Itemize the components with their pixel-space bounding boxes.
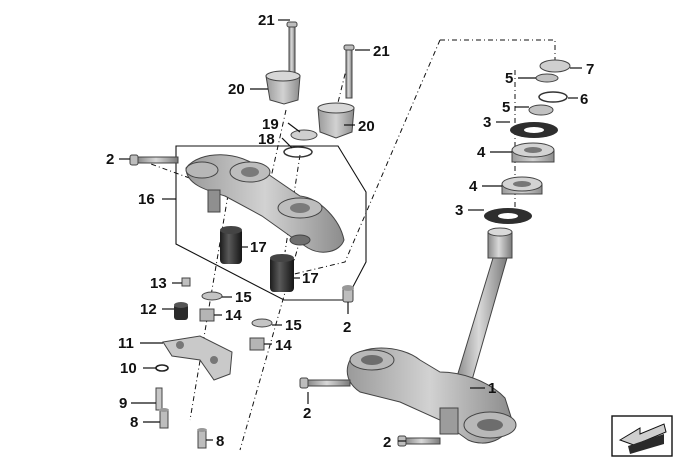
bolt-2-left	[129, 154, 179, 166]
label-2-lower-bottom: 2	[383, 434, 391, 451]
bolt-21-left	[286, 21, 298, 76]
leader-lines	[119, 19, 582, 442]
label-3-lower: 3	[455, 202, 463, 219]
label-1: 1	[488, 380, 496, 397]
washer-19	[290, 129, 318, 141]
locknut-7	[539, 59, 571, 73]
label-17-left: 17	[250, 239, 267, 256]
rubber-damper-17-right	[270, 254, 294, 292]
bearing-4-upper	[511, 142, 555, 163]
part-number-labels: 21 21 20 20 19 18 2 16 17 17 13 12 15 14…	[106, 12, 594, 451]
label-16: 16	[138, 191, 155, 208]
view-direction-arrow-icon	[611, 415, 673, 457]
label-17-right: 17	[302, 270, 319, 287]
rubber-damper-17-left	[220, 226, 242, 264]
nut-14-right	[249, 337, 265, 351]
washer-5-upper	[535, 73, 559, 83]
label-8-right: 8	[216, 433, 224, 450]
label-21-right: 21	[373, 43, 390, 60]
label-2-clamp: 2	[343, 319, 351, 336]
ring-6	[538, 91, 568, 103]
label-3-upper: 3	[483, 114, 491, 131]
label-2-left: 2	[106, 151, 114, 168]
handlebar-clamp-20-right	[317, 102, 355, 139]
label-18: 18	[258, 131, 275, 148]
bearing-4-lower	[501, 176, 543, 195]
label-5-upper: 5	[505, 70, 513, 87]
label-6: 6	[580, 91, 588, 108]
label-15-left: 15	[235, 289, 252, 306]
nut-14-left	[199, 308, 215, 322]
label-12: 12	[140, 301, 157, 318]
label-14-left: 14	[225, 307, 242, 324]
rubber-bush-12	[174, 302, 188, 320]
label-4-upper: 4	[477, 144, 486, 161]
label-10: 10	[120, 360, 137, 377]
handlebar-clamp-20-left	[265, 70, 301, 105]
label-21-left: 21	[258, 12, 275, 29]
label-4-lower: 4	[469, 178, 478, 195]
bolt-21-right	[343, 44, 355, 99]
label-8-left: 8	[130, 414, 138, 431]
screw-8-left	[159, 408, 169, 429]
label-2-lower-mid: 2	[303, 405, 311, 422]
bolt-2-lower-clamp-mid	[299, 377, 351, 389]
washer-5-lower	[528, 104, 554, 116]
bearing-stack	[484, 59, 571, 224]
sleeve-13	[181, 277, 191, 287]
label-11: 11	[118, 335, 134, 352]
label-5-lower: 5	[502, 99, 510, 116]
washer-15-right	[251, 318, 273, 328]
o-ring-10	[155, 364, 169, 372]
label-14-right: 14	[275, 337, 292, 354]
pin-9	[155, 387, 163, 411]
label-13: 13	[150, 275, 167, 292]
top-clamp-region-outline	[175, 145, 367, 301]
screw-8-right	[197, 428, 207, 449]
label-15-right: 15	[285, 317, 302, 334]
ring-18	[283, 146, 313, 158]
lower-triple-clamp-with-stem	[346, 227, 517, 444]
label-9: 9	[119, 395, 127, 412]
label-7: 7	[586, 61, 594, 78]
bracket-11	[162, 335, 233, 381]
label-20-left: 20	[228, 81, 245, 98]
washer-15-left	[201, 291, 223, 301]
label-20-right: 20	[358, 118, 375, 135]
upper-triple-clamp	[185, 154, 345, 253]
label-19: 19	[262, 116, 279, 133]
bolt-2-clamp	[342, 285, 354, 303]
